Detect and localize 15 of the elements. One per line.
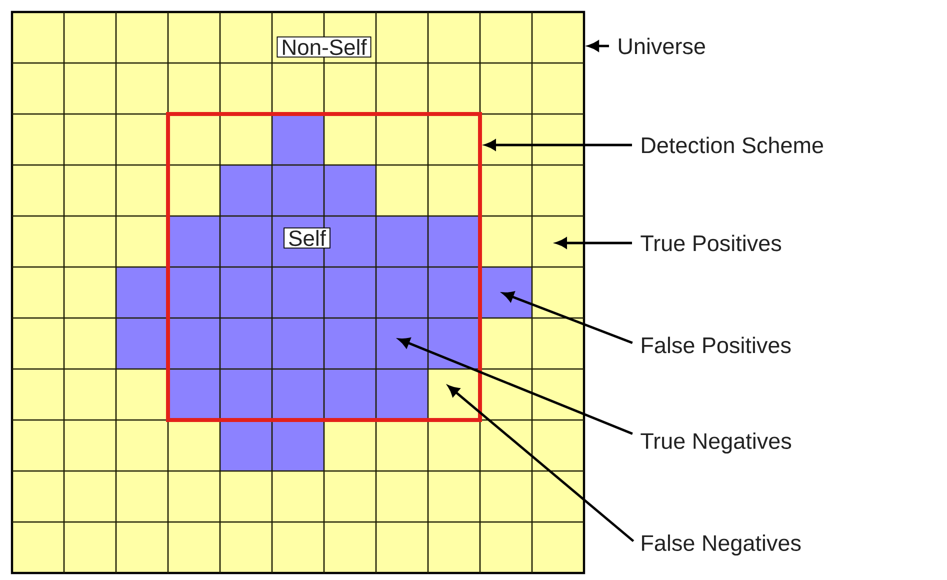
arrow: [484, 140, 632, 150]
arrow: [502, 292, 633, 344]
callout-label: True Positives: [640, 234, 782, 252]
arrow: [448, 385, 634, 542]
callout-label: Universe: [618, 38, 705, 54]
arrow: [588, 40, 609, 52]
label-box: Self: [284, 227, 330, 249]
detection-rectangle: [166, 112, 482, 422]
arrow: [556, 238, 632, 248]
callout-label: False Positives: [642, 336, 791, 354]
callout-label: False Negatives: [642, 534, 801, 556]
label-box: Non-Self: [276, 36, 372, 58]
callout-label: Detection Scheme: [642, 136, 823, 154]
arrow: [398, 338, 633, 435]
callout-label: True Negatives: [640, 432, 792, 454]
